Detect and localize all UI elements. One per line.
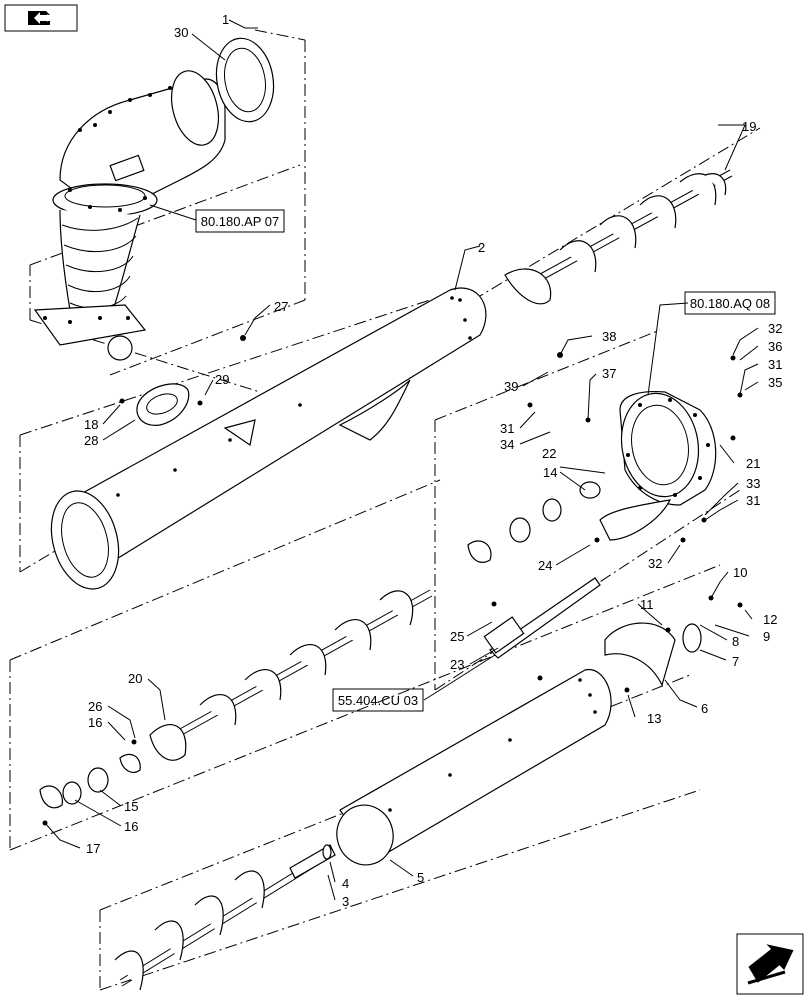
callout-labels: 1 2 3 4 5 6 7 8 9 10 11 12 13 14 15 16 1… xyxy=(84,12,782,909)
callout-32a: 32 xyxy=(768,321,782,336)
callout-17: 17 xyxy=(86,841,100,856)
callout-23: 23 xyxy=(450,657,464,672)
callout-20: 20 xyxy=(128,671,142,686)
callout-31b: 31 xyxy=(768,357,782,372)
callout-29: 29 xyxy=(215,372,229,387)
middle-auger-flighting xyxy=(149,589,433,761)
reference-box-cu03[interactable]: 55.404.CU 03 xyxy=(332,688,424,712)
reference-label: 55.404.CU 03 xyxy=(338,693,418,708)
lower-auger-flighting xyxy=(114,844,336,991)
bearing-stack-middle xyxy=(467,481,601,563)
access-plate xyxy=(136,383,190,426)
callout-31a: 31 xyxy=(500,421,514,436)
callout-6: 6 xyxy=(701,701,708,716)
spout-elbow-assembly xyxy=(33,70,226,361)
reference-label: 80.180.AP 07 xyxy=(201,214,280,229)
callout-3: 3 xyxy=(342,894,349,909)
callout-16b: 16 xyxy=(124,819,138,834)
main-tube xyxy=(50,287,487,590)
callout-15: 15 xyxy=(124,799,138,814)
callout-13: 13 xyxy=(647,711,661,726)
callout-4: 4 xyxy=(342,876,349,891)
bearing-stack-lower xyxy=(39,753,141,809)
callout-32b: 32 xyxy=(648,556,662,571)
reference-box-aq08[interactable]: 80.180.AQ 08 xyxy=(684,291,776,315)
gasket-ring xyxy=(215,37,275,123)
callout-19: 19 xyxy=(742,119,756,134)
callout-14: 14 xyxy=(543,465,557,480)
callout-2: 2 xyxy=(478,240,485,255)
reference-box-ap07[interactable]: 80.180.AP 07 xyxy=(195,209,285,233)
callout-39: 39 xyxy=(504,379,518,394)
next-button[interactable] xyxy=(736,933,804,995)
callout-38: 38 xyxy=(602,329,616,344)
callout-33: 33 xyxy=(746,476,760,491)
auger-shield xyxy=(604,622,702,687)
callout-5: 5 xyxy=(417,870,424,885)
callout-36: 36 xyxy=(768,339,782,354)
callout-31c: 31 xyxy=(746,493,760,508)
reference-label: 80.180.AQ 08 xyxy=(690,296,770,311)
callout-22: 22 xyxy=(542,446,556,461)
next-arrow-icon xyxy=(747,944,794,985)
callout-7: 7 xyxy=(732,654,739,669)
back-button[interactable] xyxy=(4,4,78,32)
callout-11: 11 xyxy=(640,597,654,612)
callout-28: 28 xyxy=(84,433,98,448)
callout-27: 27 xyxy=(274,299,288,314)
callout-35: 35 xyxy=(768,375,782,390)
callout-9: 9 xyxy=(763,629,770,644)
callout-10: 10 xyxy=(733,565,747,580)
callout-37: 37 xyxy=(602,366,616,381)
callout-12: 12 xyxy=(763,612,777,627)
back-arrow-icon xyxy=(28,11,55,25)
callout-25: 25 xyxy=(450,629,464,644)
callout-1: 1 xyxy=(222,12,229,27)
callout-8: 8 xyxy=(732,634,739,649)
leader-lines xyxy=(44,19,759,901)
callout-18: 18 xyxy=(84,417,98,432)
callout-16a: 16 xyxy=(88,715,102,730)
upper-auger-flighting xyxy=(504,169,733,305)
callout-24: 24 xyxy=(538,558,552,573)
lower-tube xyxy=(336,669,612,866)
drive-shaft xyxy=(483,577,601,659)
callout-30: 30 xyxy=(174,25,188,40)
callout-26: 26 xyxy=(88,699,102,714)
callout-21: 21 xyxy=(746,456,760,471)
callout-34: 34 xyxy=(500,437,514,452)
gearbox-assembly xyxy=(599,390,717,541)
